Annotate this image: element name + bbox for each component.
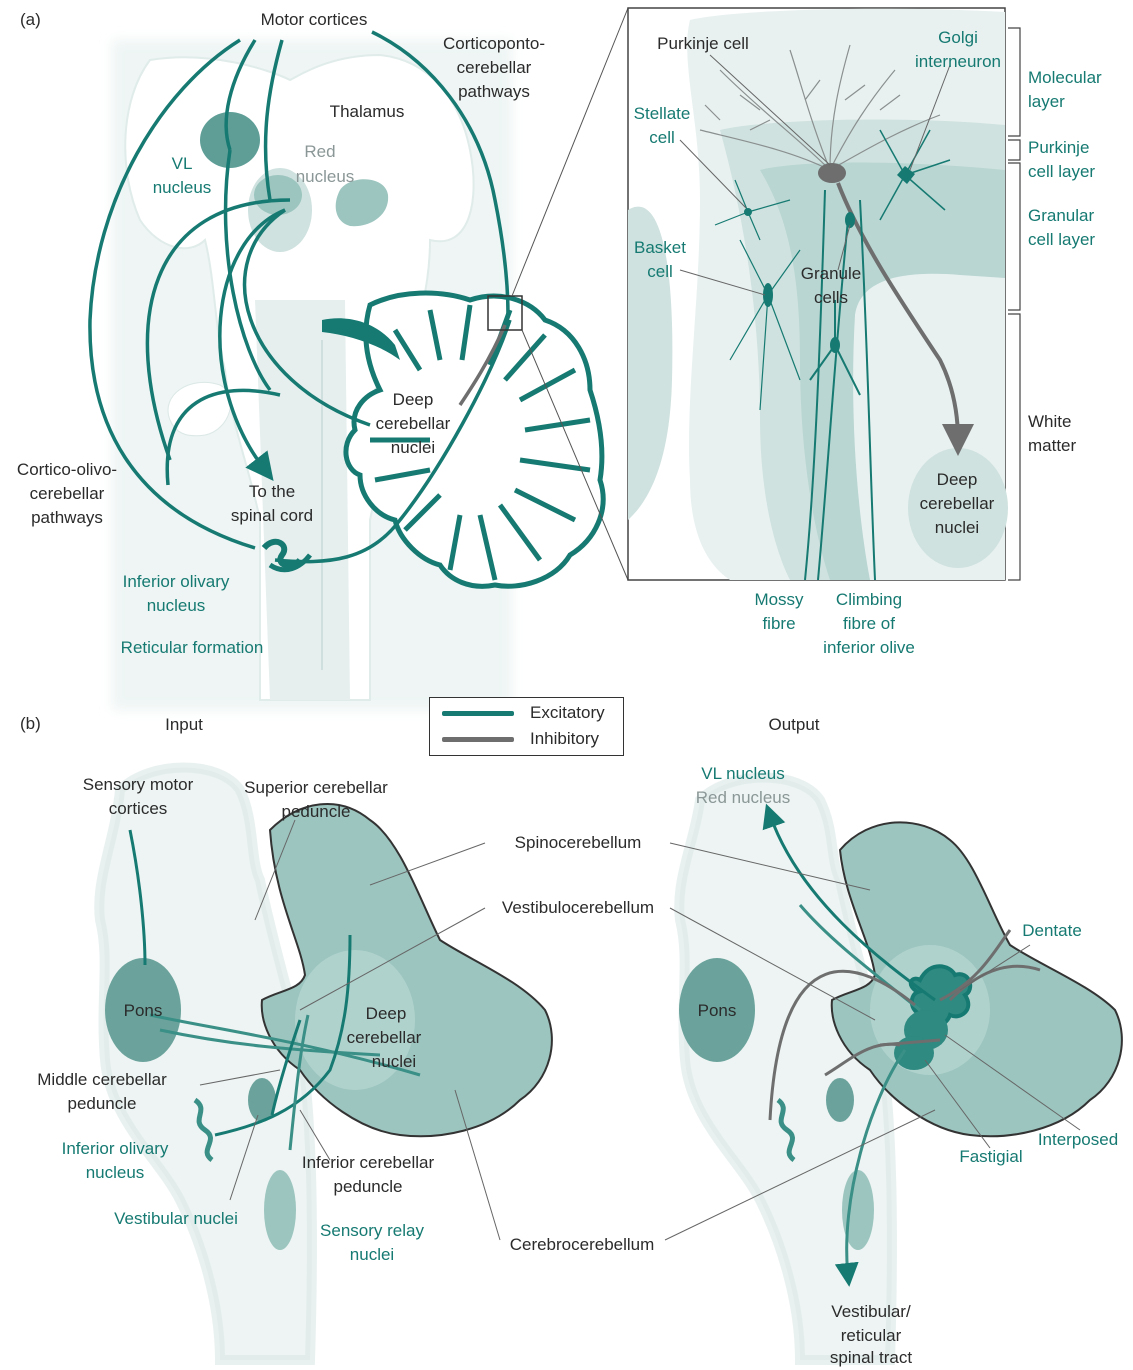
granule-label-2: cells (814, 286, 848, 310)
output-diagram (640, 760, 1122, 1360)
stellate-label-1: Stellate (634, 102, 691, 126)
panel-a-tag: (a) (20, 8, 41, 32)
sensory-relay-shape (264, 1170, 296, 1250)
vestibular-tract-label-2: reticular (841, 1324, 901, 1348)
output-title: Output (768, 713, 819, 737)
stellate-label-2: cell (649, 126, 675, 150)
input-diagram (60, 760, 580, 1360)
inferior-peduncle-label-1: Inferior cerebellar (302, 1151, 434, 1175)
vl-nucleus-label-1: VL (172, 152, 193, 176)
interposed-label: Interposed (1038, 1128, 1118, 1152)
corticoponto-label-1: Corticoponto- (443, 32, 545, 56)
vestibular-nuclei-label: Vestibular nuclei (114, 1207, 238, 1231)
inferior-olivary-b-label-2: nucleus (86, 1161, 145, 1185)
legend-excitatory: Excitatory (530, 701, 605, 725)
vl-nucleus-label-2: nucleus (153, 176, 212, 200)
inferior-olivary-a-label-1: Inferior olivary (123, 570, 230, 594)
corticoponto-label-2: cerebellar (457, 56, 532, 80)
thalamus-label: Thalamus (330, 100, 405, 124)
legend-inhibitory: Inhibitory (530, 727, 599, 751)
middle-peduncle-label-2: peduncle (67, 1092, 136, 1116)
sensory-relay-label-2: nuclei (350, 1243, 394, 1267)
dentate-label: Dentate (1022, 919, 1082, 943)
sensory-motor-label-1: Sensory motor (83, 773, 194, 797)
purkinje-cell-body (818, 163, 846, 183)
molecular-layer-label-2: layer (1028, 90, 1065, 114)
cortico-olivo-label-1: Cortico-olivo- (17, 458, 117, 482)
deep-inset-label-1: Deep (937, 468, 978, 492)
inferior-olivary-b-label-1: Inferior olivary (62, 1137, 169, 1161)
white-matter-label-2: matter (1028, 434, 1076, 458)
legend: Excitatory Inhibitory (429, 697, 624, 756)
purkinje-cell-label: Purkinje cell (657, 32, 749, 56)
middle-peduncle-label-1: Middle cerebellar (37, 1068, 166, 1092)
motor-cortices-label: Motor cortices (261, 8, 368, 32)
spinal-cord-label-1: To the (249, 480, 295, 504)
purkinje-layer-label-1: Purkinje (1028, 136, 1089, 160)
pons-input-label: Pons (124, 999, 163, 1023)
deep-inset-label-2: cerebellar (920, 492, 995, 516)
spinal-cord-label-2: spinal cord (231, 504, 313, 528)
inhibitory-swatch (442, 737, 514, 742)
sensory-motor-label-2: cortices (109, 797, 168, 821)
mossy-fibre-label-1: Mossy (754, 588, 803, 612)
vestibulocerebellum-label: Vestibulocerebellum (502, 896, 654, 920)
climbing-fibre-label-2: fibre of (843, 612, 895, 636)
basket-label-1: Basket (634, 236, 686, 260)
vestibular-tract-label-3: spinal tract (830, 1346, 912, 1370)
input-title: Input (165, 713, 203, 737)
fastigial-label: Fastigial (959, 1145, 1022, 1169)
basket-label-2: cell (647, 260, 673, 284)
climbing-fibre-label-3: inferior olive (823, 636, 915, 660)
layer-brackets (1008, 28, 1020, 580)
pons-output-label: Pons (698, 999, 737, 1023)
superior-peduncle-label-1: Superior cerebellar (244, 776, 388, 800)
cortico-olivo-label-2: cerebellar (30, 482, 105, 506)
spinocerebellum-label: Spinocerebellum (515, 831, 642, 855)
deep-input-label-3: nuclei (372, 1050, 416, 1074)
granule-label-1: Granule (801, 262, 861, 286)
inferior-olivary-a-label-2: nucleus (147, 594, 206, 618)
cerebrocerebellum-label: Cerebrocerebellum (510, 1233, 655, 1257)
red-nucleus-output-label: Red nucleus (696, 786, 791, 810)
stellate-cell-body (744, 208, 752, 216)
deep-nuclei-a-label-3: nuclei (391, 436, 435, 460)
sensory-relay-label-1: Sensory relay (320, 1219, 424, 1243)
climbing-fibre-label-1: Climbing (836, 588, 902, 612)
vestibular-tract-label-1: Vestibular/ (831, 1300, 910, 1324)
red-nucleus-label-2: nucleus (296, 165, 355, 189)
excitatory-swatch (442, 711, 514, 716)
deep-nuclei-a-label-2: cerebellar (376, 412, 451, 436)
superior-peduncle-label-2: peduncle (281, 800, 350, 824)
cortico-olivo-label-3: pathways (31, 506, 103, 530)
deep-input-label-1: Deep (366, 1002, 407, 1026)
deep-nuclei-a-label-1: Deep (393, 388, 434, 412)
granular-layer-label-2: cell layer (1028, 228, 1095, 252)
corticoponto-label-3: pathways (458, 80, 530, 104)
molecular-layer-label-1: Molecular (1028, 66, 1102, 90)
deep-inset-label-3: nuclei (935, 516, 979, 540)
golgi-label-2: interneuron (915, 50, 1001, 74)
vl-nucleus-output-label: VL nucleus (701, 762, 784, 786)
panel-b-tag: (b) (20, 712, 41, 736)
granular-layer-label-1: Granular (1028, 204, 1094, 228)
inferior-peduncle-label-2: peduncle (333, 1175, 402, 1199)
mossy-fibre-label-2: fibre (762, 612, 795, 636)
purkinje-layer-label-2: cell layer (1028, 160, 1095, 184)
red-nucleus-label-1: Red (304, 140, 335, 164)
reticular-formation-label: Reticular formation (121, 636, 264, 660)
golgi-label-1: Golgi (938, 26, 978, 50)
deep-input-label-2: cerebellar (347, 1026, 422, 1050)
white-matter-label-1: White (1028, 410, 1071, 434)
